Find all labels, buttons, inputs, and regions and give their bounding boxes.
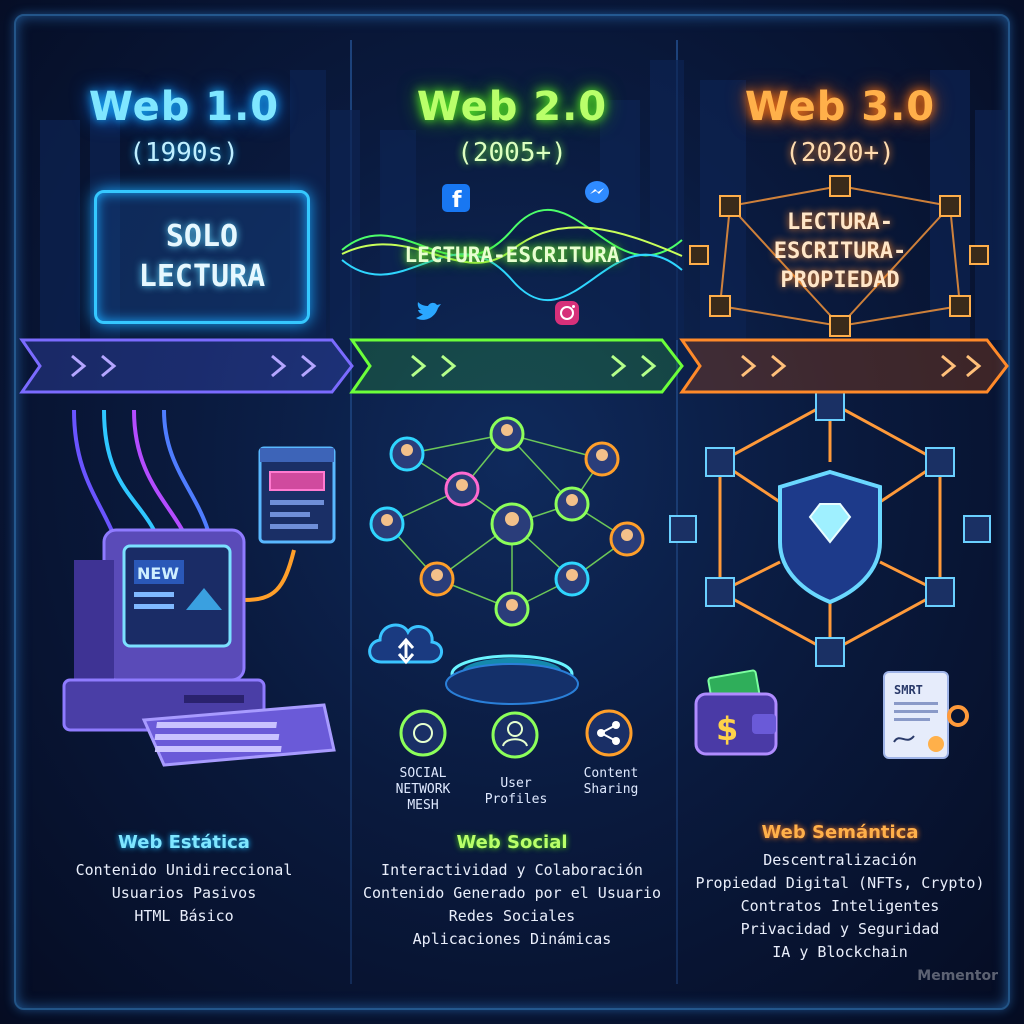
icon-label: SOCIAL NETWORK MESH [395, 766, 451, 813]
instagram-icon [555, 301, 579, 325]
twitter-icon [416, 302, 441, 320]
data-wave [341, 208, 683, 302]
mode-line: PROPIEDAD [780, 267, 900, 293]
feature-item: Propiedad Digital (NFTs, Crypto) [695, 874, 985, 892]
feature-item: Usuarios Pasivos [111, 884, 257, 902]
feature-item: Contenido Unidireccional [75, 861, 293, 879]
era-years: (2020+) [785, 138, 895, 168]
feature-item: Contratos Inteligentes [740, 897, 940, 915]
svg-text:$: $ [716, 710, 738, 748]
era-years: (1990s) [129, 138, 239, 168]
mode-line: SOLO [165, 219, 239, 254]
web2-column: Web 2.0 (2005+) LECTURA-ESCRITURA f [341, 0, 683, 1024]
wallet-icon: $ [694, 669, 778, 756]
read-only-panel: SOLO LECTURA [94, 190, 310, 324]
hologram-platform [445, 654, 579, 705]
timeline-arrow [19, 338, 1009, 394]
web1-features: Web Estática Contenido Unidireccional Us… [14, 832, 354, 928]
user-profile-icon [491, 711, 539, 759]
messenger-icon [585, 181, 609, 203]
blockchain-network [689, 175, 989, 337]
diamond-icon [808, 503, 852, 544]
column-divider [350, 40, 352, 984]
era-years: (2005+) [457, 138, 567, 168]
feature-item: Privacidad y Seguridad [740, 920, 940, 938]
smart-contract-icon: SMRT [883, 671, 969, 759]
column-divider [676, 40, 678, 984]
screen-text: NEW [137, 564, 179, 583]
web3-features: Web Semántica Descentralización Propieda… [670, 822, 1010, 964]
facebook-icon: f [442, 184, 470, 213]
share-icon [585, 709, 633, 757]
feature-item: Redes Sociales [448, 907, 576, 925]
mode-line: LECTURA [138, 259, 266, 294]
icon-label: User Profiles [484, 776, 548, 807]
watermark: Mementor [917, 968, 998, 984]
era-heading: Web Semántica [761, 822, 919, 843]
blockchain-shield-network [669, 391, 991, 667]
network-mesh-icon [399, 709, 447, 757]
era-heading: Web Social [456, 832, 568, 853]
mode-line: LECTURA-ESCRITURA [404, 243, 620, 267]
gear-icon [947, 705, 969, 727]
read-write-own-panel: LECTURA- ESCRITURA- PROPIEDAD [740, 196, 940, 306]
web2-features: Web Social Interactividad y Colaboración… [342, 832, 682, 951]
browser-window-icon [258, 446, 336, 544]
contract-text: SMRT [894, 683, 923, 697]
era-title: Web 2.0 [416, 84, 608, 130]
feature-item: Interactividad y Colaboración [381, 861, 643, 879]
feature-item: Aplicaciones Dinámicas [412, 930, 612, 948]
feature-item: IA y Blockchain [772, 943, 908, 961]
feature-item: Descentralización [763, 851, 917, 869]
web1-column: Web 1.0 (1990s) SOLO LECTURA NEW [14, 0, 354, 1024]
social-network-mesh [369, 416, 645, 627]
svg-text:f: f [452, 188, 462, 213]
web3-column: Web 3.0 (2020+) LECTURA- ESCRITURA- PROP… [669, 0, 1010, 1024]
era-title: Web 3.0 [744, 84, 936, 130]
feature-item: Contenido Generado por el Usuario [362, 884, 661, 902]
icon-label: Content Sharing [583, 766, 639, 797]
feature-item: HTML Básico [134, 907, 234, 925]
era-title: Web 1.0 [88, 84, 280, 130]
retro-computer-illustration: NEW [62, 528, 336, 767]
cloud-upload-icon [368, 623, 443, 665]
mode-line: ESCRITURA- [773, 238, 907, 264]
mode-line: LECTURA- [787, 209, 893, 235]
era-heading: Web Estática [118, 832, 250, 853]
